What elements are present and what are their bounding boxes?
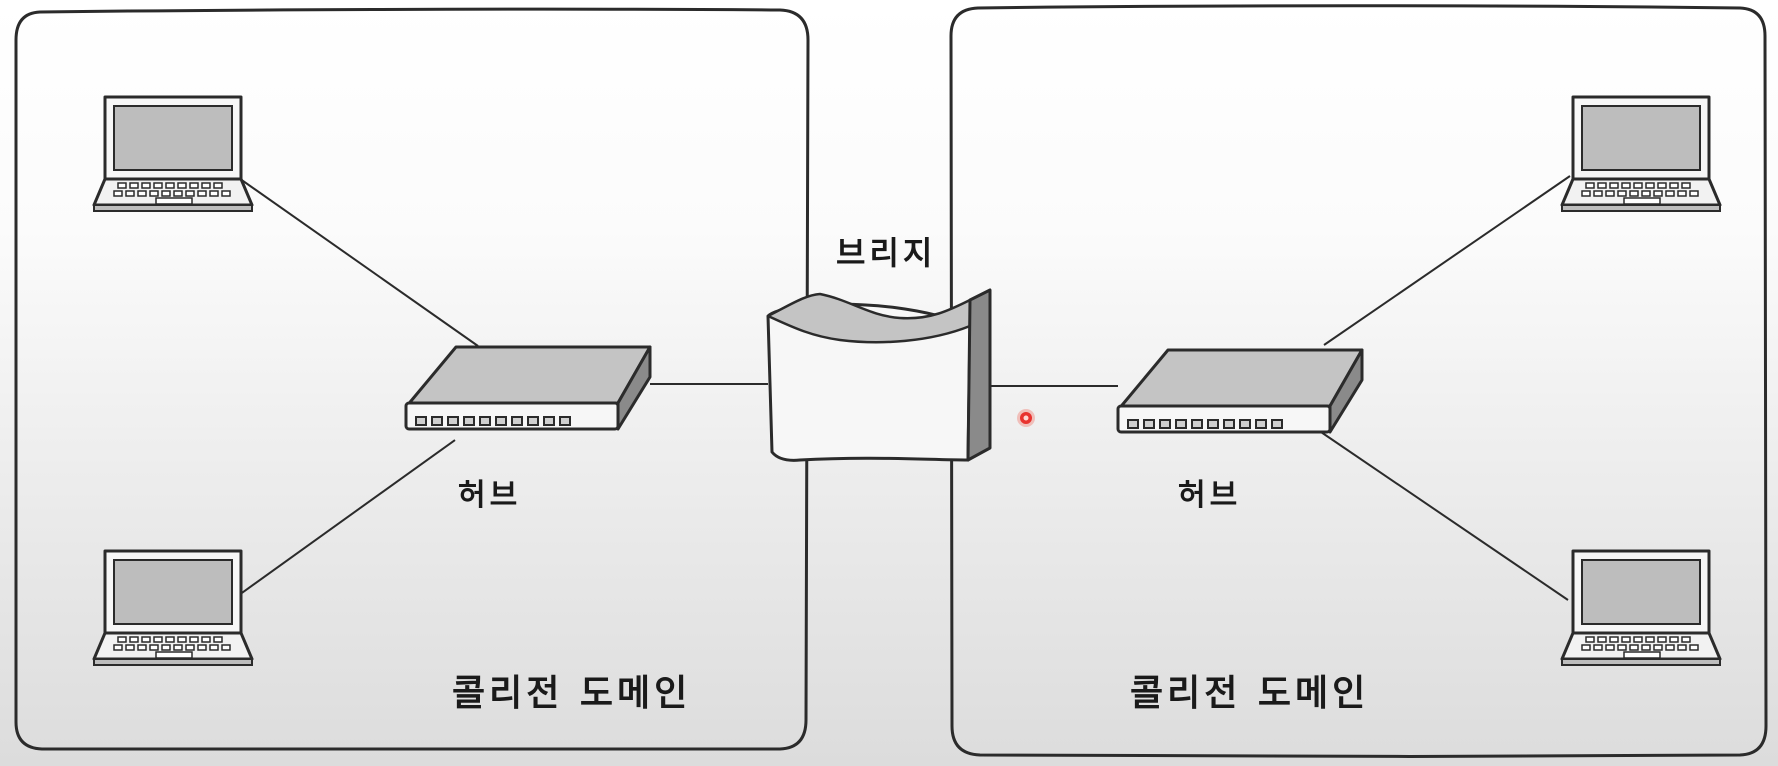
connection-lines bbox=[231, 175, 1571, 601]
right-domain-box bbox=[949, 4, 1768, 758]
laptop-icon bbox=[1560, 549, 1722, 667]
right-domain-label: 콜리전 도메인 bbox=[1130, 673, 1370, 714]
laptop-icon bbox=[92, 549, 254, 667]
left-domain-box bbox=[14, 7, 810, 752]
hub-icon bbox=[1116, 348, 1364, 434]
link-left-laptop1-hub bbox=[235, 175, 479, 347]
laptop-icon bbox=[92, 95, 254, 213]
bridge-icon bbox=[766, 288, 992, 462]
link-right-hub-laptop2 bbox=[1317, 429, 1569, 601]
laptop-icon bbox=[1560, 95, 1722, 213]
laser-pointer-dot bbox=[1017, 409, 1035, 427]
link-left-laptop2-hub bbox=[231, 439, 456, 601]
right-hub-label: 허브 bbox=[1178, 478, 1242, 513]
link-right-hub-laptop1 bbox=[1323, 175, 1571, 346]
left-domain-label: 콜리전 도메인 bbox=[452, 673, 692, 714]
bridge-label: 브리지 bbox=[836, 234, 937, 272]
left-hub-label: 허브 bbox=[458, 478, 522, 513]
hub-icon bbox=[404, 345, 652, 431]
